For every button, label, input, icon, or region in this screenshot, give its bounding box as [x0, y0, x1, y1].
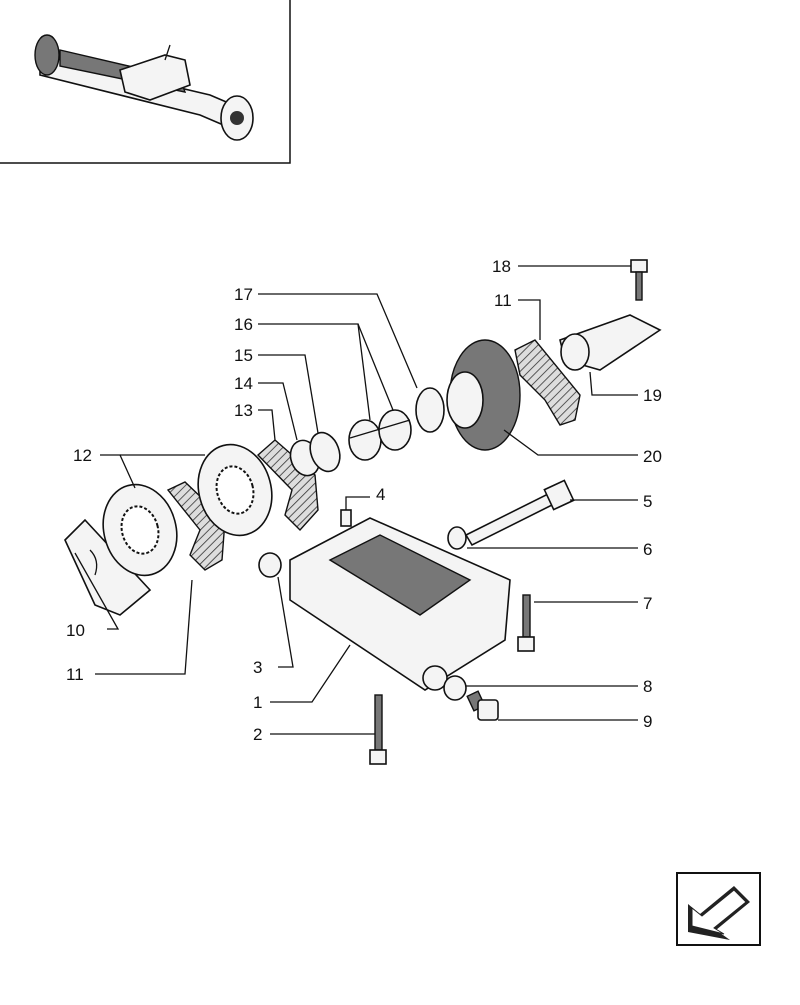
callout-labels: 10 11 12 13 14 15 16 17 18 11 19 20 5 6 …	[66, 257, 662, 744]
part-15-ring	[309, 431, 341, 473]
callout-15: 15	[234, 346, 253, 365]
part-4-pin	[340, 509, 352, 527]
part-12-friction-disc-right	[197, 443, 273, 537]
callout-19: 19	[643, 386, 662, 405]
part-11-brake-shoe-lower	[166, 481, 226, 571]
callout-7: 7	[643, 594, 652, 613]
leader-lines	[74, 265, 638, 735]
part-7-bolt	[517, 594, 535, 652]
callout-4: 4	[376, 485, 385, 504]
part-9-plug	[466, 690, 499, 721]
part-1-housing	[289, 517, 511, 691]
part-16-needle-bearings	[348, 409, 412, 461]
part-18-bolt	[630, 259, 648, 301]
part-5-long-bolt	[464, 479, 575, 547]
part-3-o-ring	[258, 552, 282, 578]
callout-14: 14	[234, 374, 253, 393]
part-17-spacer	[415, 387, 445, 433]
part-20-gear	[446, 339, 521, 451]
part-6-washer	[447, 526, 467, 550]
part-10-plate	[64, 518, 152, 616]
callout-16: 16	[234, 315, 253, 334]
callout-17: 17	[234, 285, 253, 304]
callout-11-upper: 11	[494, 291, 512, 310]
callout-12: 12	[73, 446, 92, 465]
callout-1: 1	[253, 693, 262, 712]
callout-13: 13	[234, 401, 253, 420]
part-19-cam	[559, 314, 662, 371]
axle-assembly-icon	[34, 34, 254, 141]
callout-8: 8	[643, 677, 652, 696]
callout-20: 20	[643, 447, 662, 466]
callout-3: 3	[253, 658, 262, 677]
callout-6: 6	[643, 540, 652, 559]
callout-9: 9	[643, 712, 652, 731]
part-13-brake-shoe	[256, 439, 319, 532]
callout-2: 2	[253, 725, 262, 744]
callout-10: 10	[66, 621, 85, 640]
part-2-bolt	[369, 694, 387, 765]
axle-assembly-thumbnail	[0, 0, 291, 164]
part-11-brake-shoe-upper	[514, 339, 581, 426]
previous-page-arrow-icon[interactable]	[676, 872, 761, 946]
part-8-seal	[443, 675, 467, 701]
callout-18: 18	[492, 257, 511, 276]
callout-11-lower: 11	[66, 665, 84, 684]
part-12-friction-disc-left	[102, 483, 178, 577]
callout-5: 5	[643, 492, 652, 511]
